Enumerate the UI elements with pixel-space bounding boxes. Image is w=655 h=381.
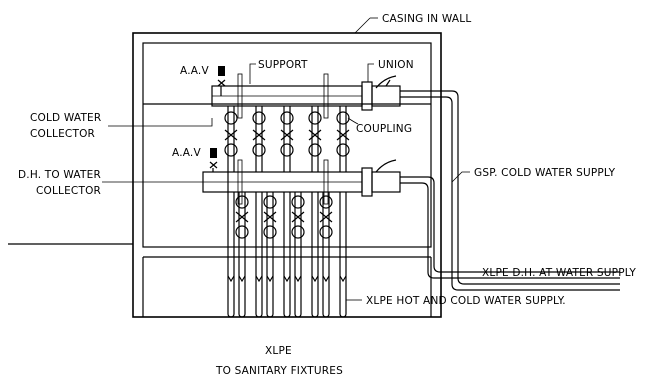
aav-bottom-valve	[209, 148, 218, 172]
supports	[237, 73, 329, 205]
xlpe-fixtures-label-1: XLPE	[265, 345, 292, 357]
cold-water-collector	[211, 75, 401, 111]
aav-bottom-label: A.A.V	[172, 147, 201, 159]
aav-top-label: A.A.V	[180, 65, 209, 77]
dh-collector-label-1: D.H. TO WATER	[18, 169, 101, 181]
support-leader	[249, 63, 256, 84]
xlpe-fixtures-label-2: TO SANITARY FIXTURES	[215, 365, 343, 377]
cold-collector-label-1: COLD WATER	[30, 112, 101, 124]
cold-collector-label-2: COLLECTOR	[30, 128, 95, 140]
casing-label: CASING IN WALL	[382, 13, 471, 25]
dh-water-collector	[202, 159, 401, 197]
aav-top-valve	[217, 66, 226, 96]
dh-collector-label-2: COLLECTOR	[36, 185, 101, 197]
support-label: SUPPORT	[258, 59, 308, 71]
gsp-supply-label: GSP. COLD WATER SUPPLY	[474, 167, 616, 179]
union-leader	[367, 63, 374, 82]
branch-pipes-lower	[227, 172, 347, 318]
casing-leader	[354, 17, 378, 34]
gsp-supply-leader	[451, 171, 470, 183]
coupling-leader	[347, 117, 359, 125]
xlpe-dh-label: XLPE D.H. AT WATER SUPPLY	[482, 267, 636, 279]
supply-pipes	[400, 90, 620, 291]
branch-pipes-upper	[224, 106, 350, 172]
cold-collector-leader	[108, 118, 213, 127]
union-label: UNION	[378, 59, 414, 71]
coupling-label: COUPLING	[356, 123, 412, 135]
xlpe-hot-cold-label: XLPE HOT AND COLD WATER SUPPLY.	[366, 295, 566, 307]
